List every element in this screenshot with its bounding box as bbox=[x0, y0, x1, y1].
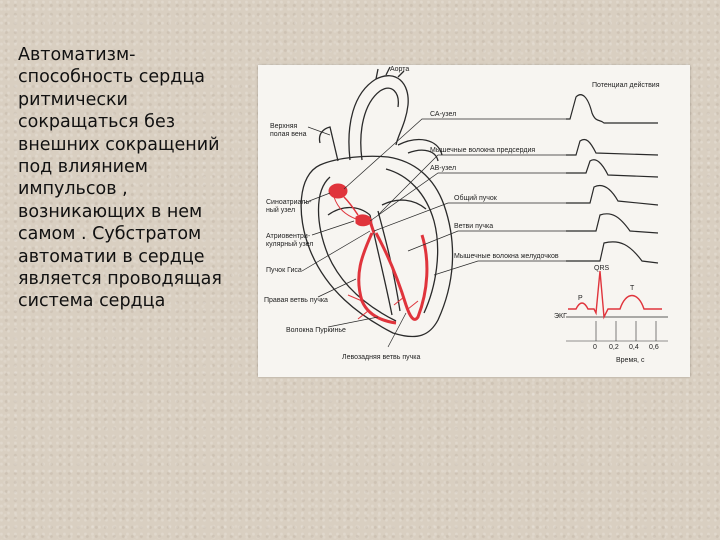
label-sa-node-2: ный узел bbox=[266, 207, 295, 215]
label-atrial-fibers: Мышечные волокна предсердия bbox=[430, 147, 535, 155]
text-line: является проводящая bbox=[18, 268, 258, 290]
label-time: Время, с bbox=[616, 357, 644, 365]
label-bundle-branch: Ветви пучка bbox=[454, 223, 493, 231]
text-line: импульсов , bbox=[18, 178, 258, 200]
label-ecg: ЭКГ bbox=[554, 313, 567, 321]
tick-label-02: 0,2 bbox=[609, 344, 619, 352]
label-his-bundle: Пучок Гиса bbox=[266, 267, 302, 275]
ecg-trace bbox=[566, 271, 668, 341]
text-line: ритмически bbox=[18, 89, 258, 111]
label-ventricular-fibers: Мышечные волокна желудочков bbox=[454, 253, 559, 261]
text-line: автоматии в сердце bbox=[18, 246, 258, 268]
label-purkinje: Волокна Пуркинье bbox=[286, 327, 346, 335]
label-action-potential: Потенциал действия bbox=[592, 82, 660, 90]
text-line: Автоматизм- bbox=[18, 44, 258, 66]
label-common-bundle: Общий пучок bbox=[454, 195, 497, 203]
action-potential-traces bbox=[566, 95, 658, 263]
label-av-node-right: АВ-узел bbox=[430, 165, 456, 173]
text-line: способность сердца bbox=[18, 66, 258, 88]
label-sup-vena-cava-2: полая вена bbox=[270, 131, 307, 139]
label-av-node-1: Атриовентри- bbox=[266, 233, 310, 241]
label-aorta: Аорта bbox=[390, 66, 409, 74]
text-line: самом . Субстратом bbox=[18, 223, 258, 245]
tick-label-04: 0,4 bbox=[629, 344, 639, 352]
his-bundle-mark bbox=[370, 221, 374, 233]
text-line: внешних сокращений bbox=[18, 134, 258, 156]
label-sa-node-1: Синоатриаль- bbox=[266, 199, 311, 207]
tick-label-06: 0,6 bbox=[649, 344, 659, 352]
trace-sa-node bbox=[566, 95, 658, 123]
trace-atrial bbox=[566, 140, 658, 156]
aorta-shape bbox=[349, 76, 408, 160]
slide-text: Автоматизм- способность сердца ритмическ… bbox=[18, 44, 258, 313]
text-line: возникающих в нем bbox=[18, 201, 258, 223]
label-qrs: QRS bbox=[594, 265, 609, 273]
label-left-branch: Левозадняя ветвь пучка bbox=[342, 354, 420, 362]
label-p: P bbox=[578, 295, 583, 303]
label-sup-vena-cava-1: Верхняя bbox=[270, 123, 297, 131]
heart-conduction-figure: Аорта Верхняя полая вена Синоатриаль- ны… bbox=[258, 65, 690, 377]
label-av-node-2: кулярный узел bbox=[266, 241, 313, 249]
trace-common-bundle bbox=[566, 186, 658, 205]
label-sa-node-right: СА-узел bbox=[430, 111, 456, 119]
text-line: сокращаться без bbox=[18, 111, 258, 133]
label-t: T bbox=[630, 285, 634, 293]
text-line: под влиянием bbox=[18, 156, 258, 178]
trace-av-node bbox=[566, 160, 658, 177]
tick-label-0: 0 bbox=[593, 344, 597, 352]
ecg-waveform bbox=[568, 271, 662, 317]
label-right-branch: Правая ветвь пучка bbox=[264, 297, 328, 305]
text-line: система сердца bbox=[18, 290, 258, 312]
trace-bundle-branches bbox=[566, 214, 658, 233]
sa-node-mark bbox=[329, 184, 347, 198]
trace-ventricular bbox=[566, 242, 658, 263]
